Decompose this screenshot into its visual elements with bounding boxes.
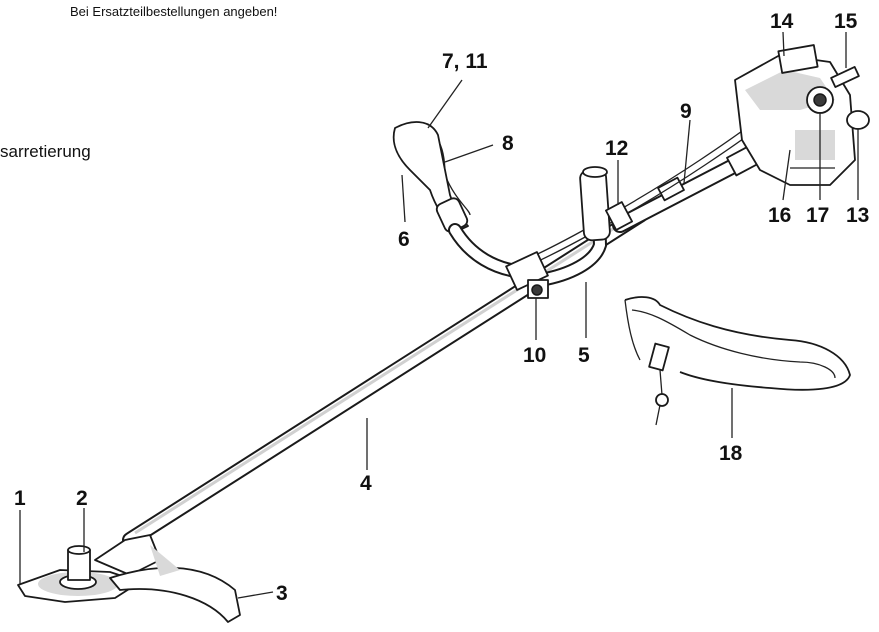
callout-2: 2 xyxy=(76,487,88,510)
carrying-harness xyxy=(624,296,851,426)
callout-5: 5 xyxy=(578,344,590,367)
engine-unit xyxy=(734,44,870,186)
callout-17: 17 xyxy=(806,204,829,227)
callout-18: 18 xyxy=(719,442,743,465)
callout-13: 13 xyxy=(846,204,869,227)
callout-10: 10 xyxy=(523,344,546,367)
callout-7-11: 7, 11 xyxy=(442,50,488,73)
upper-shaft xyxy=(612,143,762,233)
note-text: Bei Ersatzteilbestellungen angeben! xyxy=(70,4,278,19)
cropped-side-text: sarretierung xyxy=(0,142,91,161)
callout-4: 4 xyxy=(360,472,372,495)
callout-8: 8 xyxy=(502,132,514,155)
callout-9: 9 xyxy=(680,100,692,123)
callout-16: 16 xyxy=(768,204,791,227)
callout-15: 15 xyxy=(834,10,858,33)
callout-12: 12 xyxy=(605,137,628,160)
front-handle xyxy=(533,166,611,287)
callout-14: 14 xyxy=(770,10,794,33)
handle-clamp xyxy=(505,201,634,299)
main-shaft xyxy=(122,207,648,548)
callout-3: 3 xyxy=(276,582,288,605)
callout-6: 6 xyxy=(398,228,410,251)
leader-lines xyxy=(19,31,859,599)
cutting-head xyxy=(17,534,241,623)
callout-1: 1 xyxy=(14,487,26,510)
